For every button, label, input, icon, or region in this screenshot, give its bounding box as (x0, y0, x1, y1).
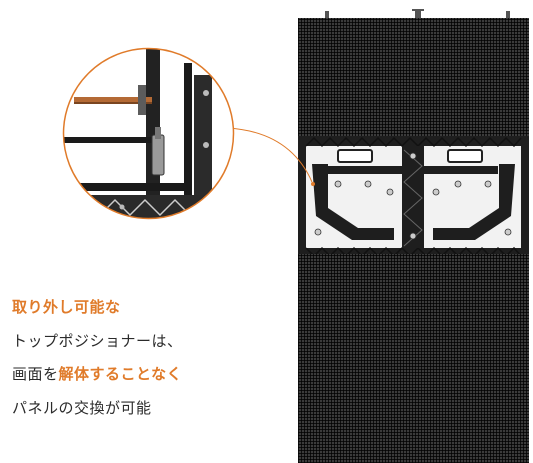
led-module-top (298, 18, 529, 140)
feature-line-3: 画面を解体することなく (12, 363, 182, 384)
feature-line-4: パネルの交換が可能 (12, 399, 152, 417)
led-cabinet-image (298, 9, 529, 463)
led-module-bottom (298, 254, 529, 463)
feature-headline: 取り外し可能な (12, 298, 121, 316)
top-connectors-icon (325, 9, 510, 18)
zoom-detail-circle (62, 47, 235, 220)
cabinet-frame (298, 136, 529, 258)
feature-line-2: トップポジショナーは、 (12, 332, 183, 350)
feature-line-3-prefix: 画面を (12, 365, 59, 383)
feature-line-3-highlight: 解体することなく (58, 365, 183, 383)
